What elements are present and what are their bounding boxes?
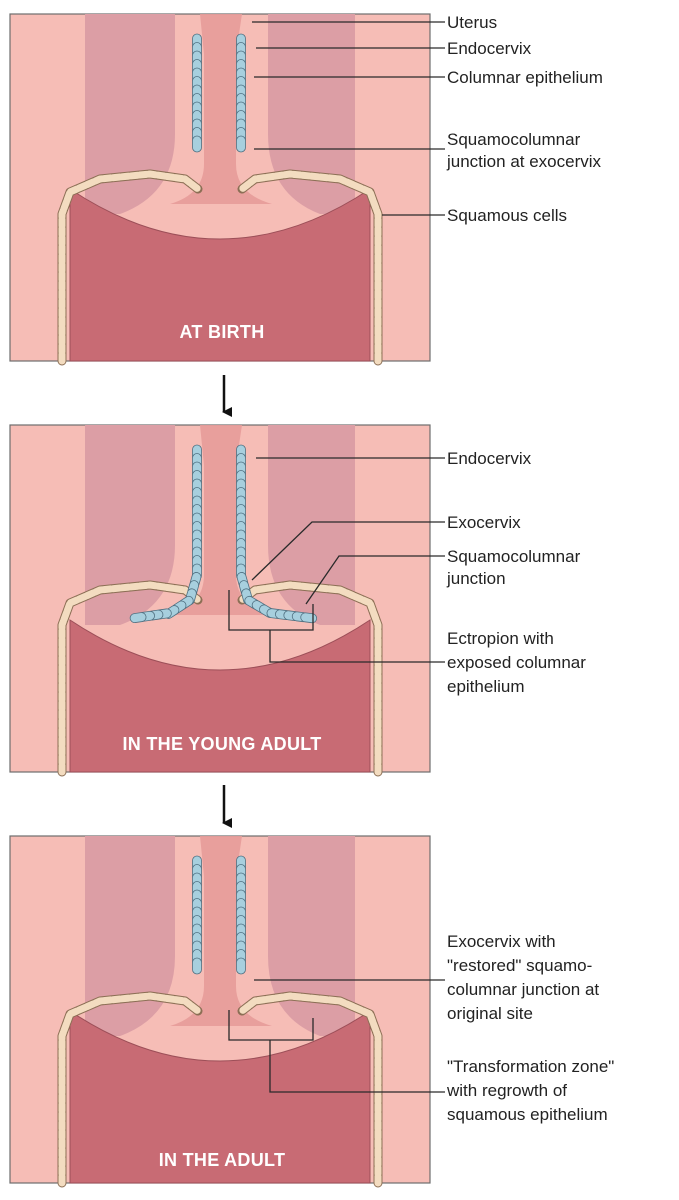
label-squamocolumnar-junction: Squamocolumnar junction at exocervix xyxy=(446,130,602,171)
panel-adult-labels: Exocervix with "restored" squamo- column… xyxy=(228,932,619,1124)
leader-transformation-zone xyxy=(269,1040,445,1093)
squamous-epithelium-left xyxy=(58,581,202,776)
columnar-cell xyxy=(129,612,147,623)
panel-illustration xyxy=(9,835,431,1188)
leader-transformation-bracket xyxy=(228,1010,314,1041)
leader-exocervix xyxy=(251,521,445,581)
vaginal-lumen xyxy=(69,619,371,773)
label-ectropion: Ectropion with exposed columnar epitheli… xyxy=(447,629,591,696)
leader-squamocolumnar-junction xyxy=(305,555,445,605)
panel-at-birth: AT BIRTH xyxy=(9,13,431,366)
panel-illustration xyxy=(9,424,431,777)
fornix-right xyxy=(268,425,355,625)
panel-title: IN THE ADULT xyxy=(159,1150,286,1170)
squamous-epithelium-right xyxy=(238,170,382,365)
label-restored-junction: Exocervix with "restored" squamo- column… xyxy=(447,932,604,1023)
label-endocervix: Endocervix xyxy=(447,449,532,468)
fornix-right xyxy=(268,14,355,214)
panel-title: IN THE YOUNG ADULT xyxy=(122,734,321,754)
columnar-cell xyxy=(236,135,246,153)
label-squamocolumnar-junction: Squamocolumnar junction xyxy=(446,547,585,588)
squamous-epithelium-left xyxy=(58,170,202,365)
endocervical-canal xyxy=(170,836,272,1026)
label-exocervix: Exocervix xyxy=(447,513,521,532)
label-squamous-cells: Squamous cells xyxy=(447,206,567,225)
label-transformation-zone: "Transformation zone" with regrowth of s… xyxy=(446,1057,619,1124)
leader-ectropion xyxy=(269,630,445,663)
label-endocervix: Endocervix xyxy=(447,39,532,58)
fornix-right xyxy=(268,836,355,1036)
fornix-left xyxy=(85,14,175,214)
panel-illustration xyxy=(9,13,431,366)
endocervical-canal xyxy=(170,425,272,615)
columnar-cell xyxy=(192,135,202,153)
panel-young-adult: IN THE YOUNG ADULT xyxy=(9,424,431,777)
fornix-left xyxy=(85,425,175,625)
squamous-epithelium-left xyxy=(58,992,202,1187)
columnar-cell xyxy=(236,957,246,975)
label-columnar-epithelium: Columnar epithelium xyxy=(447,68,603,87)
panel-adult: IN THE ADULT xyxy=(9,835,431,1188)
panel-young-adult-labels: Endocervix Exocervix Squamocolumnar junc… xyxy=(228,449,591,696)
squamous-epithelium-right xyxy=(238,992,382,1187)
columnar-cell xyxy=(192,957,202,975)
leader-ectropion-bracket xyxy=(228,590,314,631)
label-uterus: Uterus xyxy=(447,13,497,32)
panel-at-birth-labels: Uterus Endocervix Columnar epithelium Sq… xyxy=(252,13,603,225)
fornix-left xyxy=(85,836,175,1036)
panel-title: AT BIRTH xyxy=(179,322,264,342)
endocervical-canal xyxy=(170,14,272,204)
squamous-epithelium-right xyxy=(238,581,382,776)
